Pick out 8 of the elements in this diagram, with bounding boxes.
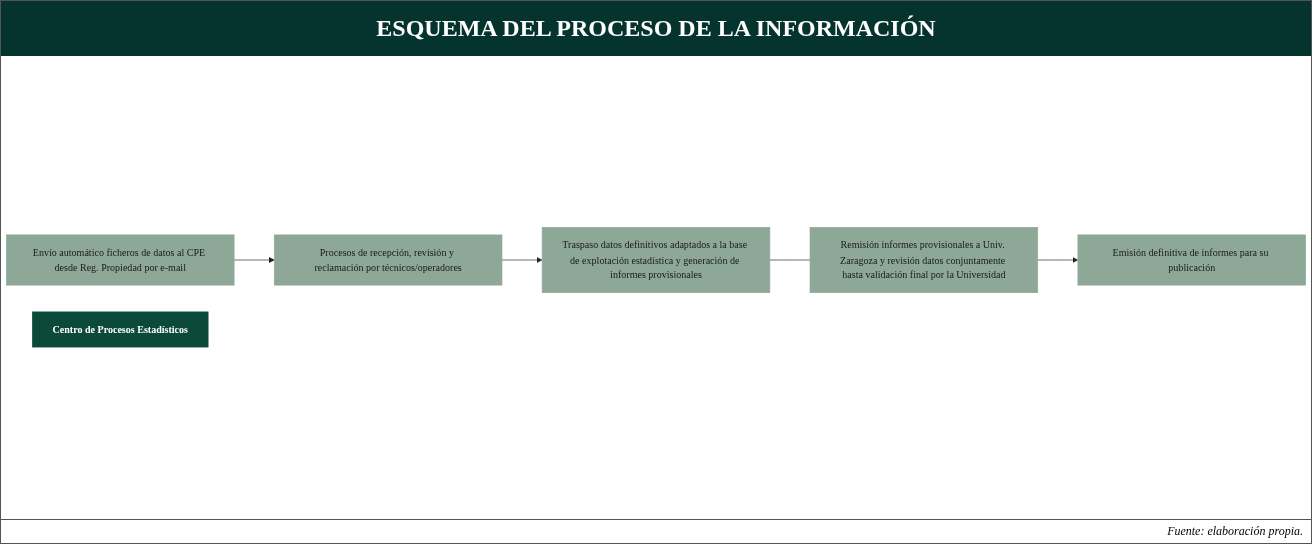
node-box: Centro de Procesos Estadísticos [32,311,209,348]
caption: Fuente: elaboración propia. [1166,523,1304,540]
node-box: Envío automático ficheros de datos al CPE desde Reg. Propiedad por e-mail [6,234,235,286]
node-box: Procesos de recepción, revisión y reclamación por técnicos/operadores [273,234,503,286]
node-box: Remisión informes provisionales a Univ. Zaragoza y revisión datos conjuntamente hasta validación final por la Universidad [809,227,1039,294]
node-box: Emisión definitiva de informes para su publicación [1077,234,1306,286]
node-box: Traspaso datos definitivos adaptados a la base de explotación estadística y generación de informes provisionales [541,227,771,294]
title-banner: ESQUEMA DEL PROCESO DE LA INFORMACIÓN [1,1,1311,56]
